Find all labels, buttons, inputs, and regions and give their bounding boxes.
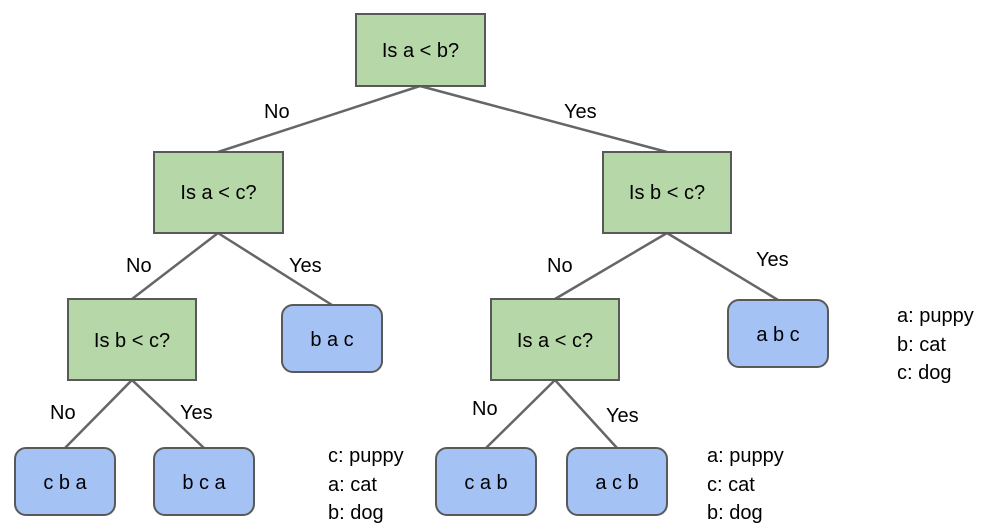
legend-middle-line-1: c: puppy <box>328 445 404 467</box>
node-label-right-left: Is a < c? <box>517 330 593 352</box>
edge-label-right-no: No <box>547 255 573 277</box>
legend-right-line-3: c: dog <box>897 362 951 384</box>
legend-middle-line-3: b: dog <box>328 502 384 524</box>
legend-bottom-right-line-3: b: dog <box>707 502 763 524</box>
decision-node-root: Is a < b? <box>355 13 486 87</box>
node-label-root: Is a < b? <box>382 40 459 62</box>
leaf-label-acb: a c b <box>595 472 638 494</box>
legend-right-line-1: a: puppy <box>897 305 974 327</box>
legend-middle-line-2: a: cat <box>328 474 377 496</box>
decision-node-left-left: Is b < c? <box>67 298 197 381</box>
leaf-label-cab: c a b <box>464 472 507 494</box>
edge-rightleft-acb <box>554 379 618 449</box>
decision-node-right: Is b < c? <box>602 151 732 234</box>
node-label-right: Is b < c? <box>629 182 705 204</box>
decision-node-right-left: Is a < c? <box>490 298 620 381</box>
edge-root-right <box>419 84 668 154</box>
legend-right: a: puppy b: cat c: dog <box>897 305 974 384</box>
edge-right-rightleft <box>554 231 668 301</box>
leaf-node-bac: b a c <box>281 304 383 373</box>
leaf-node-bca: b c a <box>153 447 255 516</box>
edge-label-root-no: No <box>264 101 290 123</box>
edge-left-leftleft <box>131 232 219 300</box>
edge-leftleft-bca <box>131 379 205 449</box>
edge-label-right-yes: Yes <box>756 249 789 271</box>
edge-label-ll-yes: Yes <box>180 402 213 424</box>
edge-label-ll-no: No <box>50 402 76 424</box>
edge-label-root-yes: Yes <box>564 101 597 123</box>
edge-right-abc <box>666 231 779 302</box>
legend-bottom-right-line-1: a: puppy <box>707 445 784 467</box>
edge-label-rl-yes: Yes <box>606 405 639 427</box>
leaf-node-acb: a c b <box>566 447 668 516</box>
node-label-left: Is a < c? <box>180 182 256 204</box>
decision-node-left: Is a < c? <box>153 151 284 234</box>
leaf-label-cba: c b a <box>43 472 87 494</box>
edge-label-left-no: No <box>126 255 152 277</box>
edge-label-rl-no: No <box>472 398 498 420</box>
edge-left-bac <box>217 231 333 307</box>
edge-label-left-yes: Yes <box>289 255 322 277</box>
edge-root-left <box>217 84 421 154</box>
legend-bottom-right-line-2: c: cat <box>707 474 755 496</box>
edge-leftleft-cba <box>64 379 133 449</box>
legend-middle: c: puppy a: cat b: dog <box>328 445 404 524</box>
leaf-label-bac: b a c <box>310 329 353 351</box>
node-label-left-left: Is b < c? <box>94 330 170 352</box>
leaf-node-cab: c a b <box>435 447 537 516</box>
legend-bottom-right: a: puppy c: cat b: dog <box>707 445 784 524</box>
leaf-label-abc: a b c <box>756 324 799 346</box>
leaf-node-cba: c b a <box>14 447 116 516</box>
leaf-label-bca: b c a <box>182 472 226 494</box>
legend-right-line-2: b: cat <box>897 334 946 356</box>
leaf-node-abc: a b c <box>727 299 829 368</box>
edge-rightleft-cab <box>485 379 556 449</box>
